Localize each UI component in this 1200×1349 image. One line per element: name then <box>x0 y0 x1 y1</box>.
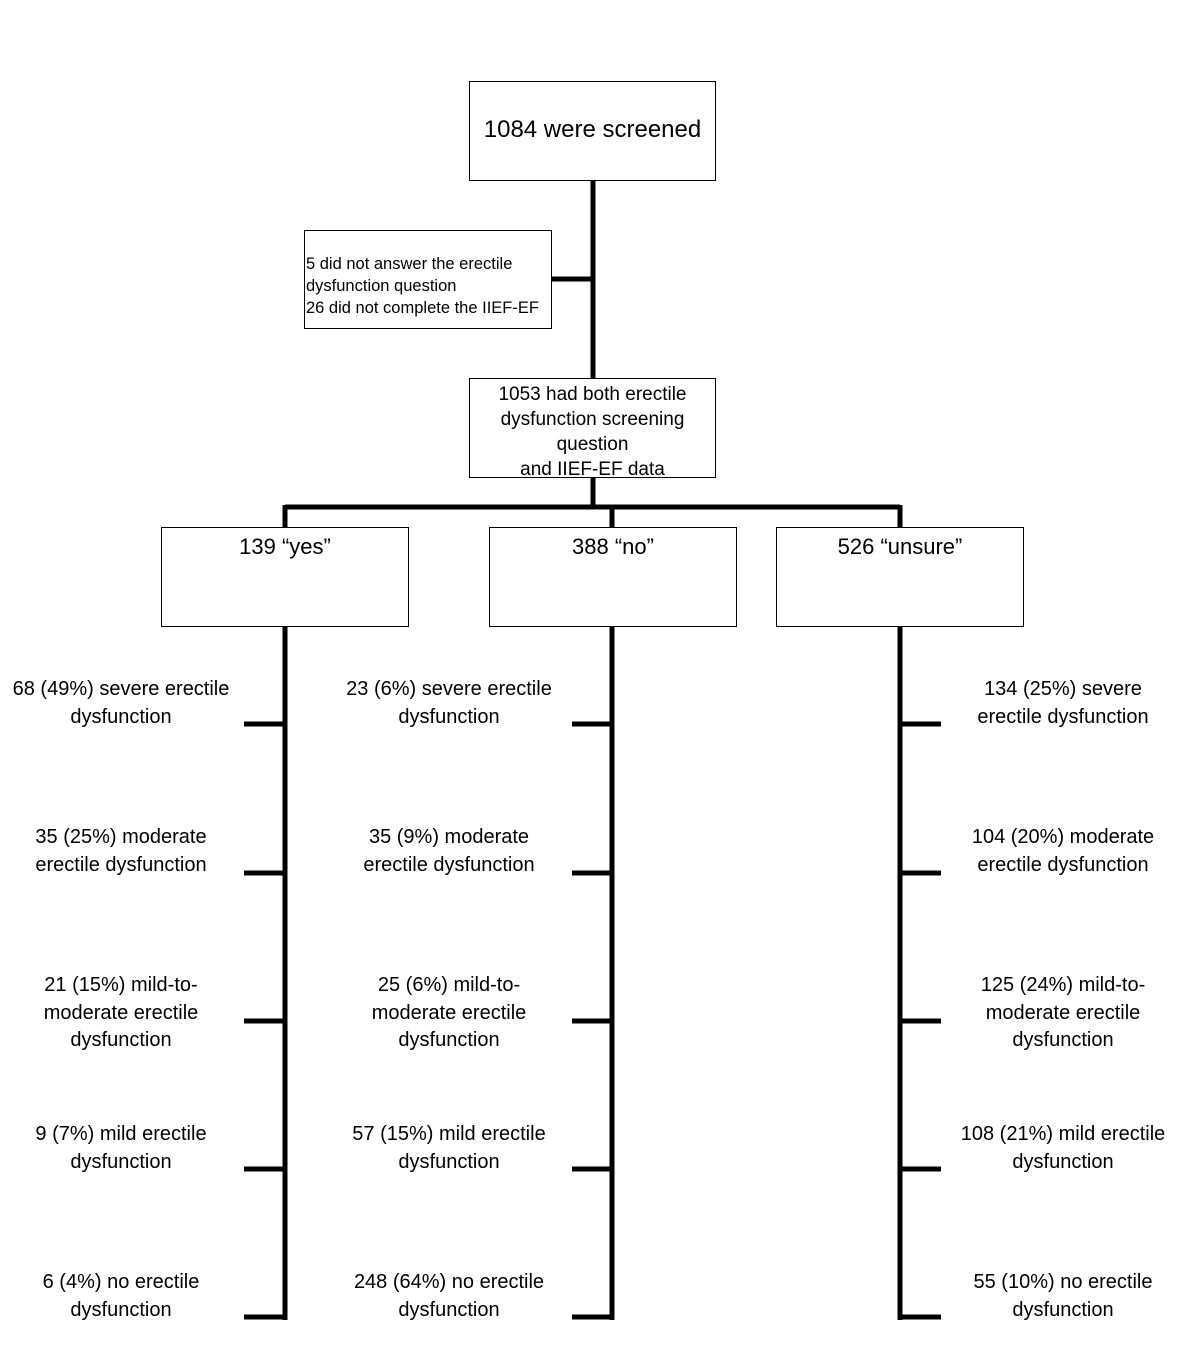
group-box-unsure: 526 “unsure” <box>776 527 1024 627</box>
unsure-outcome-mild: 108 (21%) mild erectile dysfunction <box>960 1123 1166 1173</box>
group-label-unsure: 526 “unsure” <box>837 534 963 559</box>
no-outcome-moderate: 35 (9%) moderate erectile dysfunction <box>363 826 535 876</box>
both-data-box: 1053 had both erectile dysfunction scree… <box>469 378 716 480</box>
yes-outcome-mild: 9 (7%) mild erectile dysfunction <box>35 1123 207 1173</box>
group-label-yes: 139 “yes” <box>239 534 331 559</box>
yes-outcome-severe: 68 (49%) severe erectile dysfunction <box>12 678 230 728</box>
no-outcome-mild-moderate: 25 (6%) mild-to- moderate erectile dysfu… <box>371 974 527 1051</box>
yes-outcome-mild-moderate: 21 (15%) mild-to- moderate erectile dysf… <box>43 974 199 1051</box>
unsure-outcome-moderate: 104 (20%) moderate erectile dysfunction <box>971 826 1155 876</box>
both-data-label: 1053 had both erectile dysfunction scree… <box>498 384 687 480</box>
unsure-outcome-severe: 134 (25%) severe erectile dysfunction <box>977 678 1149 728</box>
no-outcome-mild: 57 (15%) mild erectile dysfunction <box>352 1123 546 1173</box>
exclusion-box: 5 did not answer the erectile dysfunctio… <box>304 230 552 329</box>
no-outcome-none: 248 (64%) no erectile dysfunction <box>353 1271 545 1321</box>
screened-label: 1084 were screened <box>483 116 702 143</box>
unsure-outcome-none: 55 (10%) no erectile dysfunction <box>973 1271 1153 1321</box>
group-label-no: 388 “no” <box>572 534 654 559</box>
exclusion-label: 5 did not answer the erectile dysfunctio… <box>306 255 539 317</box>
screened-box: 1084 were screened <box>469 81 716 181</box>
no-outcome-severe: 23 (6%) severe erectile dysfunction <box>346 678 552 728</box>
yes-outcome-none: 6 (4%) no erectile dysfunction <box>42 1271 200 1321</box>
group-box-no: 388 “no” <box>489 527 737 627</box>
group-box-yes: 139 “yes” <box>161 527 409 627</box>
unsure-outcome-mild-moderate: 125 (24%) mild-to- moderate erectile dys… <box>980 974 1146 1051</box>
yes-outcome-moderate: 35 (25%) moderate erectile dysfunction <box>35 826 207 876</box>
